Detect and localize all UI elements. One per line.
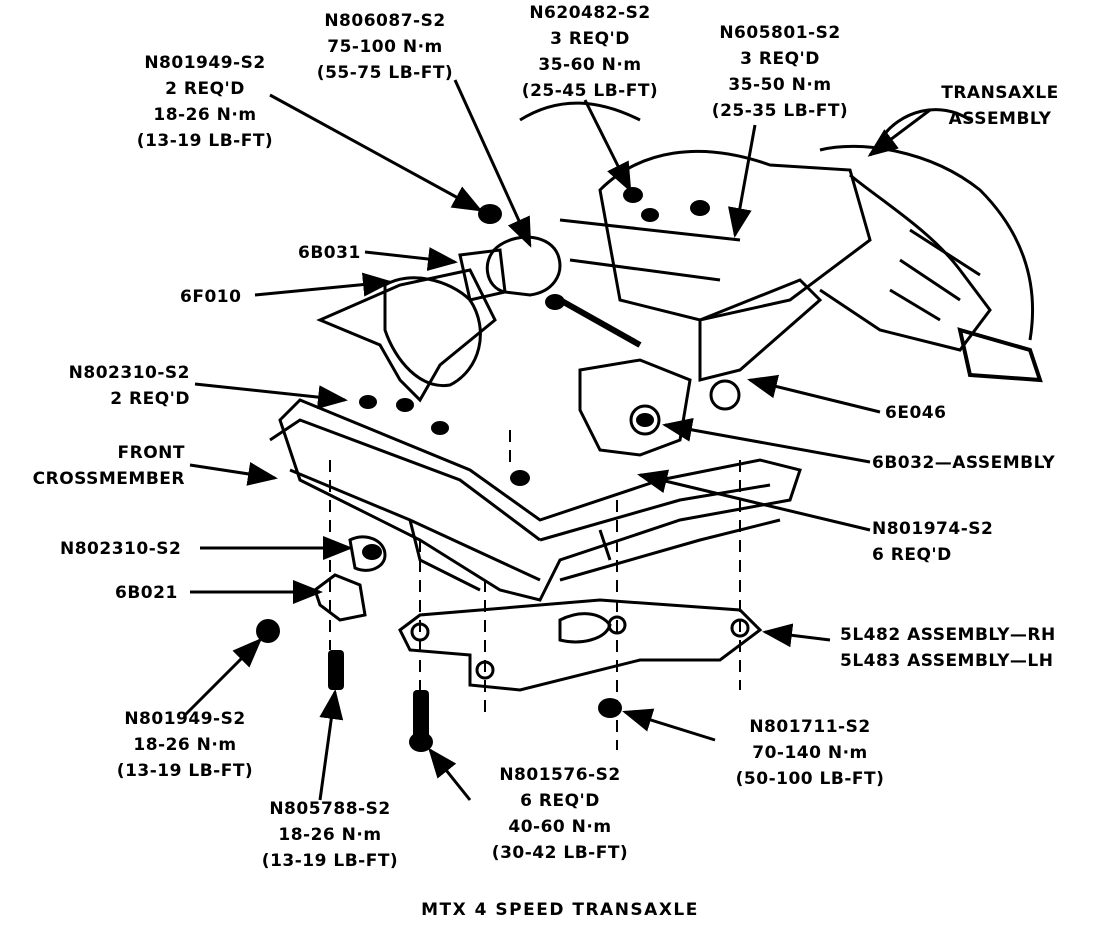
- crossmember-line2: CROSSMEMBER: [32, 469, 185, 489]
- part-number: N801711-S2: [749, 717, 871, 737]
- callout-n801711: N801711-S2 70-140 N·m (50-100 LB-FT): [720, 714, 900, 792]
- rh-assembly: 5L482 ASSEMBLY—RH: [840, 625, 1056, 645]
- callout-n801576: N801576-S2 6 REQ'D 40-60 N·m (30-42 LB-F…: [470, 762, 650, 866]
- part-number: 6B032—ASSEMBLY: [872, 453, 1056, 473]
- torque-nm: 18-26 N·m: [278, 825, 382, 845]
- torque-nm: 18-26 N·m: [153, 105, 257, 125]
- part-number: N801974-S2: [872, 519, 994, 539]
- part-number: N801576-S2: [499, 765, 621, 785]
- torque-lbft: (13-19 LB-FT): [116, 761, 254, 781]
- front-crossmember-art: [269, 398, 802, 602]
- part-number: N805788-S2: [269, 799, 391, 819]
- callout-front-crossmember: FRONT CROSSMEMBER: [0, 440, 185, 492]
- lh-assembly: 5L483 ASSEMBLY—LH: [840, 651, 1054, 671]
- callout-n806087: N806087-S2 75-100 N·m (55-75 LB-FT): [305, 8, 465, 86]
- torque-nm: 35-50 N·m: [728, 75, 832, 95]
- transaxle-assembly-art: [519, 101, 1043, 383]
- torque-lbft: (13-19 LB-FT): [261, 851, 399, 871]
- transaxle-line2: ASSEMBLY: [948, 109, 1052, 129]
- torque-nm: 35-60 N·m: [538, 55, 642, 75]
- callout-transaxle-assembly: TRANSAXLE ASSEMBLY: [925, 80, 1075, 132]
- torque-nm: 18-26 N·m: [133, 735, 237, 755]
- callout-6e046: 6E046: [885, 400, 946, 426]
- callout-5l482: 5L482 ASSEMBLY—RH 5L483 ASSEMBLY—LH: [840, 622, 1056, 674]
- callout-6b032: 6B032—ASSEMBLY: [872, 450, 1055, 476]
- torque-nm: 70-140 N·m: [752, 743, 868, 763]
- figure-caption: MTX 4 SPEED TRANSAXLE: [421, 900, 699, 920]
- part-number: 6B021: [115, 583, 178, 603]
- part-number: 6F010: [180, 287, 242, 307]
- bracket-6b021-art: [313, 535, 387, 622]
- callout-n801949-low: N801949-S2 18-26 N·m (13-19 LB-FT): [100, 706, 270, 784]
- quantity: 6 REQ'D: [520, 791, 600, 811]
- callout-n802310-low: N802310-S2: [60, 536, 181, 562]
- leader-lines: [183, 79, 931, 801]
- torque-lbft: (13-19 LB-FT): [136, 131, 274, 151]
- centerlines: [329, 430, 741, 750]
- quantity: 6 REQ'D: [872, 545, 952, 565]
- part-number: N801949-S2: [144, 53, 266, 73]
- callout-6b031: 6B031: [298, 240, 361, 266]
- bolts-art: [256, 187, 710, 752]
- quantity: 3 REQ'D: [550, 29, 630, 49]
- part-number: N802310-S2: [60, 539, 182, 559]
- part-number: N806087-S2: [324, 11, 446, 31]
- callout-n802310-top: N802310-S2 2 REQ'D: [40, 360, 190, 412]
- quantity: 2 REQ'D: [165, 79, 245, 99]
- callout-n801949-top: N801949-S2 2 REQ'D 18-26 N·m (13-19 LB-F…: [120, 50, 290, 154]
- part-number: N620482-S2: [529, 3, 651, 23]
- torque-lbft: (30-42 LB-FT): [491, 843, 629, 863]
- torque-lbft: (55-75 LB-FT): [316, 63, 454, 83]
- part-number: N802310-S2: [68, 363, 190, 383]
- callout-n801974: N801974-S2 6 REQ'D: [872, 516, 993, 568]
- part-number: N605801-S2: [719, 23, 841, 43]
- quantity: 2 REQ'D: [110, 389, 190, 409]
- callout-6f010: 6F010: [180, 284, 241, 310]
- mount-brackets-art: [316, 235, 823, 457]
- callout-n805788: N805788-S2 18-26 N·m (13-19 LB-FT): [240, 796, 420, 874]
- part-number: 6B031: [298, 243, 361, 263]
- transaxle-line1: TRANSAXLE: [941, 83, 1059, 103]
- torque-nm: 40-60 N·m: [508, 817, 612, 837]
- callout-6b021: 6B021: [115, 580, 178, 606]
- callout-n620482: N620482-S2 3 REQ'D 35-60 N·m (25-45 LB-F…: [500, 0, 680, 104]
- torque-nm: 75-100 N·m: [327, 37, 443, 57]
- part-number: N801949-S2: [124, 709, 246, 729]
- quantity: 3 REQ'D: [740, 49, 820, 69]
- part-number: 6E046: [885, 403, 947, 423]
- torque-lbft: (25-45 LB-FT): [521, 81, 659, 101]
- callout-n605801: N605801-S2 3 REQ'D 35-50 N·m (25-35 LB-F…: [690, 20, 870, 124]
- torque-lbft: (50-100 LB-FT): [735, 769, 885, 789]
- lower-plate-art: [398, 598, 763, 692]
- crossmember-line1: FRONT: [117, 443, 185, 463]
- torque-lbft: (25-35 LB-FT): [711, 101, 849, 121]
